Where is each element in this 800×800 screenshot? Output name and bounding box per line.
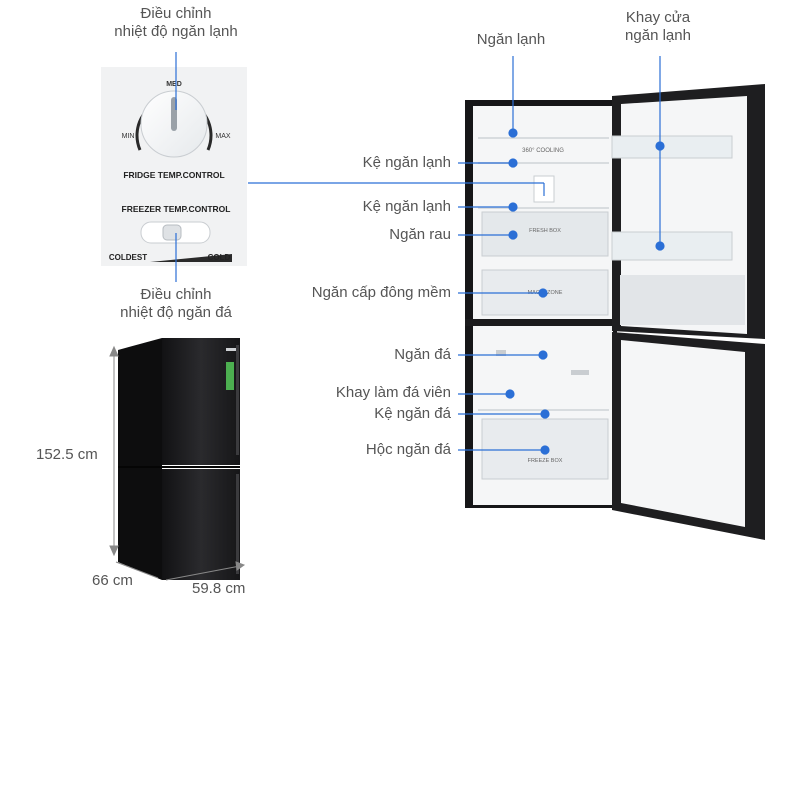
freezer-drawer-label: Hộc ngăn đá bbox=[365, 441, 451, 458]
door-tray-line1: Khay cửa bbox=[625, 9, 691, 26]
coldest-label: COLDEST bbox=[109, 253, 147, 262]
vegetable-drawer-label: Ngăn rau bbox=[389, 226, 451, 243]
dial-min-label: MIN bbox=[122, 133, 135, 140]
cold-label: COLD bbox=[208, 253, 231, 262]
depth-dimension: 66 cm bbox=[92, 572, 133, 589]
soft-freeze-label: Ngăn cấp đông mềm bbox=[311, 284, 451, 301]
fridge-shelf-label-1: Kệ ngăn lạnh bbox=[362, 154, 451, 171]
dial-med-label: MED bbox=[166, 81, 182, 88]
freezer-temp-label: FREEZER TEMP.CONTROL bbox=[122, 204, 231, 214]
fridge-temp-dial: MED MIN MAX bbox=[122, 81, 231, 158]
freezer-compartment-label: Ngăn đá bbox=[394, 346, 451, 363]
width-dimension: 59.8 cm bbox=[192, 580, 246, 597]
freezer-temp-control-line2: nhiệt độ ngăn đá bbox=[120, 304, 232, 321]
freezer-shelf-label: Kệ ngăn đá bbox=[374, 405, 451, 422]
control-panel: MED MIN MAX FRIDGE TEMP.CONTROL FREEZER … bbox=[101, 67, 247, 266]
dimension-lines bbox=[109, 345, 246, 581]
door-tray-label: Khay cửa ngăn lạnh bbox=[598, 9, 718, 45]
closed-fridge-image bbox=[118, 338, 240, 580]
fridge-compartment-label: Ngăn lạnh bbox=[476, 31, 546, 48]
fridge-temp-control-label: Điều chỉnh nhiệt độ ngăn lạnh bbox=[96, 5, 256, 41]
door-tray-line2: ngăn lạnh bbox=[625, 27, 691, 44]
freezer-temp-control-line1: Điều chỉnh bbox=[140, 286, 212, 303]
fridge-temp-label: FRIDGE TEMP.CONTROL bbox=[123, 170, 224, 180]
callout-lines bbox=[175, 52, 665, 455]
dial-max-label: MAX bbox=[215, 133, 231, 140]
fresh-box-text: FRESH BOX bbox=[529, 228, 561, 234]
fridge-temp-control-line2: nhiệt độ ngăn lạnh bbox=[114, 23, 238, 40]
cooling-text: 360° COOLING bbox=[522, 148, 564, 154]
freeze-box-text: FREEZE BOX bbox=[528, 458, 563, 464]
freezer-temp-control-label: Điều chỉnh nhiệt độ ngăn đá bbox=[96, 286, 256, 322]
height-dimension: 152.5 cm bbox=[36, 446, 98, 463]
ice-tray-label: Khay làm đá viên bbox=[335, 384, 451, 401]
open-fridge-image: 360° COOLING FRESH BOX MAGIC ZONE FREEZE… bbox=[465, 84, 765, 540]
fridge-temp-control-line1: Điều chỉnh bbox=[140, 5, 212, 22]
fridge-shelf-label-2: Kệ ngăn lạnh bbox=[362, 198, 451, 215]
